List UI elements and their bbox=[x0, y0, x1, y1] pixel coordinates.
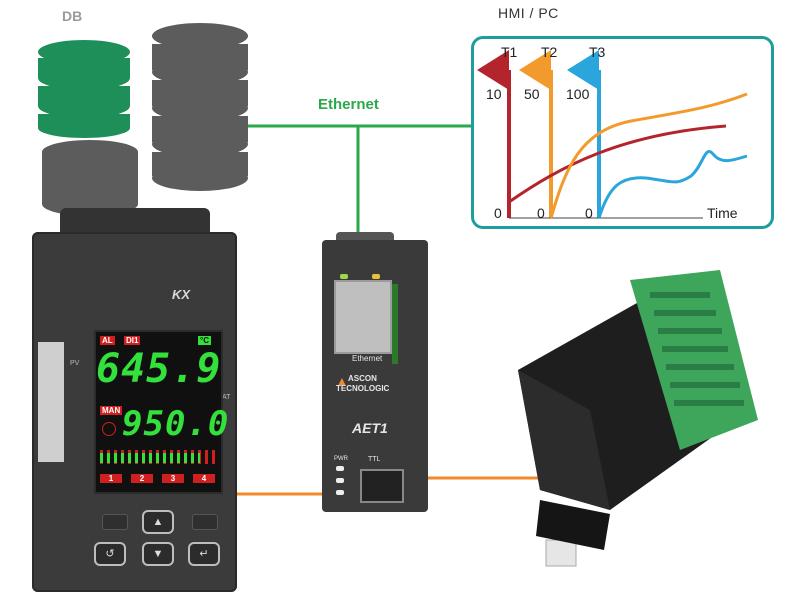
io-module bbox=[518, 270, 758, 567]
di-badge: DI1 bbox=[124, 336, 141, 345]
curve-t3 bbox=[597, 150, 748, 219]
db-label: DB bbox=[62, 8, 83, 24]
controller-side-label bbox=[38, 342, 64, 462]
io-din-clip bbox=[545, 539, 577, 567]
output-2: 2 bbox=[131, 474, 153, 483]
axis-t2-name: T2 bbox=[541, 44, 558, 60]
axis-t2-zero: 0 bbox=[537, 205, 545, 221]
pwr-label: PWR bbox=[334, 456, 348, 462]
db-gray-small-icon bbox=[42, 140, 138, 216]
time-axis-label: Time bbox=[707, 205, 738, 221]
status-led-2 bbox=[336, 490, 344, 495]
output-1: 1 bbox=[100, 474, 122, 483]
unit-badge: °C bbox=[198, 336, 211, 345]
at-tag: AT bbox=[222, 394, 231, 401]
down-arrow-button[interactable]: ▼ bbox=[142, 542, 174, 566]
brand-line-1: ASCON bbox=[348, 374, 377, 383]
bargraph-green bbox=[100, 453, 200, 463]
hmi-pc-label: HMI / PC bbox=[498, 5, 559, 21]
model-label: AET1 bbox=[352, 420, 388, 436]
io-module-face bbox=[518, 370, 610, 510]
ethernet-port[interactable] bbox=[334, 280, 392, 354]
enter-button[interactable]: ↵ bbox=[188, 542, 220, 566]
output-4: 4 bbox=[193, 474, 215, 483]
function-key-left[interactable] bbox=[102, 514, 128, 530]
pv-tag: PV bbox=[70, 360, 80, 367]
curve-t2 bbox=[549, 92, 748, 219]
pv-display-value: 645.9 bbox=[96, 346, 222, 392]
output-3: 3 bbox=[162, 474, 184, 483]
sv-display-value: 950.0 bbox=[122, 404, 230, 444]
up-arrow-button[interactable]: ▲ bbox=[142, 510, 174, 534]
ttl-label: TTL bbox=[368, 456, 381, 463]
back-button[interactable]: ↺ bbox=[94, 542, 126, 566]
db-gray-tall-icon bbox=[152, 23, 248, 191]
activity-led bbox=[372, 274, 380, 279]
ttl-port[interactable] bbox=[360, 469, 404, 503]
hmi-chart bbox=[477, 50, 748, 219]
manual-icon bbox=[102, 422, 116, 436]
io-din-rail bbox=[536, 500, 610, 550]
axis-t3-name: T3 bbox=[589, 44, 606, 60]
axis-t3-zero: 0 bbox=[585, 205, 593, 221]
pwr-led bbox=[336, 466, 344, 471]
ascon-logo-icon: ▲ bbox=[336, 374, 348, 388]
axis-t3-max: 100 bbox=[566, 86, 590, 102]
status-led-1 bbox=[336, 478, 344, 483]
man-badge: MAN bbox=[100, 406, 123, 415]
module-aet1: Ethernet ▲ ASCON TECNOLOGIC AET1 PWR TTL bbox=[322, 240, 428, 512]
hmi-chart-frame bbox=[471, 36, 774, 229]
ethernet-label: Ethernet bbox=[318, 96, 379, 113]
function-key-right[interactable] bbox=[192, 514, 218, 530]
db-green-icon bbox=[38, 40, 130, 138]
curve-t1 bbox=[508, 124, 727, 204]
axis-t1-name: T1 bbox=[501, 44, 518, 60]
link-led bbox=[340, 274, 348, 279]
controller-logo: KX bbox=[172, 287, 191, 302]
controller-kx: PV AT KX AL DI1 °C 645.9 MAN 950.0 1 2 3… bbox=[32, 232, 237, 592]
io-screw-terminals bbox=[650, 292, 744, 406]
axis-t2-max: 50 bbox=[524, 86, 540, 102]
module-side-rail bbox=[392, 284, 398, 364]
al-badge: AL bbox=[100, 336, 115, 345]
brand-line-2: TECNOLOGIC bbox=[336, 384, 390, 393]
ethernet-port-label: Ethernet bbox=[352, 354, 383, 363]
controller-display: AL DI1 °C 645.9 MAN 950.0 1 2 3 4 bbox=[94, 330, 228, 494]
axis-t1-max: 10 bbox=[486, 86, 502, 102]
axis-t1-zero: 0 bbox=[494, 205, 502, 221]
